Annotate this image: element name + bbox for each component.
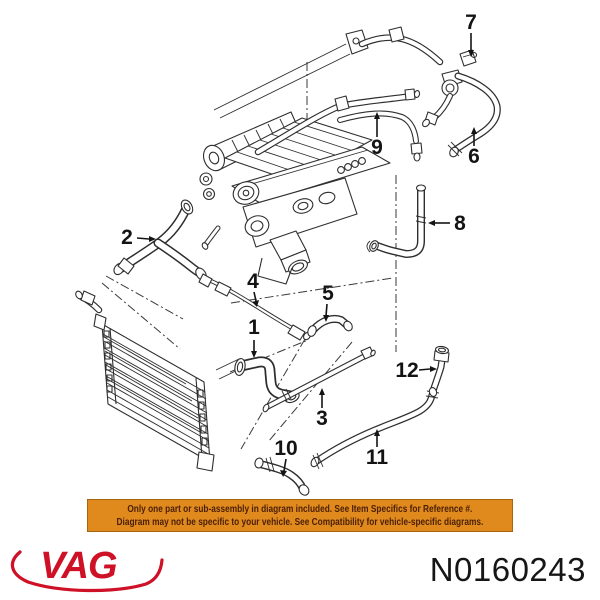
svg-text:7: 7 bbox=[465, 11, 477, 34]
callout-7: 7 bbox=[465, 11, 477, 57]
vag-logo: VAG bbox=[10, 545, 164, 593]
svg-text:3: 3 bbox=[316, 407, 328, 430]
callout-4: 4 bbox=[247, 270, 259, 307]
radiator bbox=[93, 313, 215, 472]
callout-5: 5 bbox=[322, 282, 334, 322]
svg-text:2: 2 bbox=[121, 226, 133, 249]
engine-assembly bbox=[199, 111, 391, 285]
callout-11: 11 bbox=[366, 429, 389, 469]
svg-text:1: 1 bbox=[248, 316, 260, 339]
callout-2: 2 bbox=[121, 226, 156, 249]
coolant-pipe-assembly-top bbox=[345, 26, 501, 158]
callout-6: 6 bbox=[468, 127, 480, 168]
callout-1: 1 bbox=[248, 316, 260, 358]
svg-text:10: 10 bbox=[274, 437, 297, 460]
disclaimer-line-2: Diagram may not be specific to your vehi… bbox=[116, 516, 484, 528]
part-number: N0160243 bbox=[429, 551, 586, 588]
callout-9: 9 bbox=[371, 112, 383, 159]
svg-text:12: 12 bbox=[395, 359, 418, 382]
svg-text:11: 11 bbox=[366, 446, 389, 469]
disclaimer-banner: Only one part or sub-assembly in diagram… bbox=[87, 499, 513, 532]
parts-diagram: 1 2 3 4 5 6 7 bbox=[75, 11, 501, 496]
hose-part-8 bbox=[366, 184, 427, 258]
clamp-part-7 bbox=[459, 49, 478, 67]
hose-part-2 bbox=[113, 199, 207, 281]
svg-text:9: 9 bbox=[371, 136, 383, 159]
svg-text:4: 4 bbox=[247, 270, 259, 293]
callout-10: 10 bbox=[274, 437, 298, 477]
pipe-part-9 bbox=[254, 88, 423, 162]
callout-8: 8 bbox=[428, 212, 466, 235]
radiator-fins bbox=[102, 333, 211, 456]
logo-swoosh bbox=[10, 550, 164, 593]
hose-part-6 bbox=[447, 72, 501, 158]
hose-part-12 bbox=[428, 345, 450, 397]
logo-text: VAG bbox=[40, 545, 117, 587]
audi-rings bbox=[337, 157, 366, 174]
disclaimer-line-1: Only one part or sub-assembly in diagram… bbox=[127, 503, 473, 515]
hose-part-10 bbox=[254, 456, 310, 496]
svg-text:8: 8 bbox=[454, 212, 466, 235]
callout-3: 3 bbox=[316, 388, 328, 430]
hose-part-4 bbox=[198, 273, 311, 341]
svg-text:5: 5 bbox=[322, 282, 334, 305]
svg-text:6: 6 bbox=[468, 145, 480, 168]
hose-part-5 bbox=[307, 314, 353, 337]
callout-12: 12 bbox=[395, 359, 437, 382]
pipe-part-3 bbox=[262, 346, 376, 413]
radiator-tanks bbox=[103, 330, 208, 446]
hose-stub bbox=[75, 290, 103, 314]
